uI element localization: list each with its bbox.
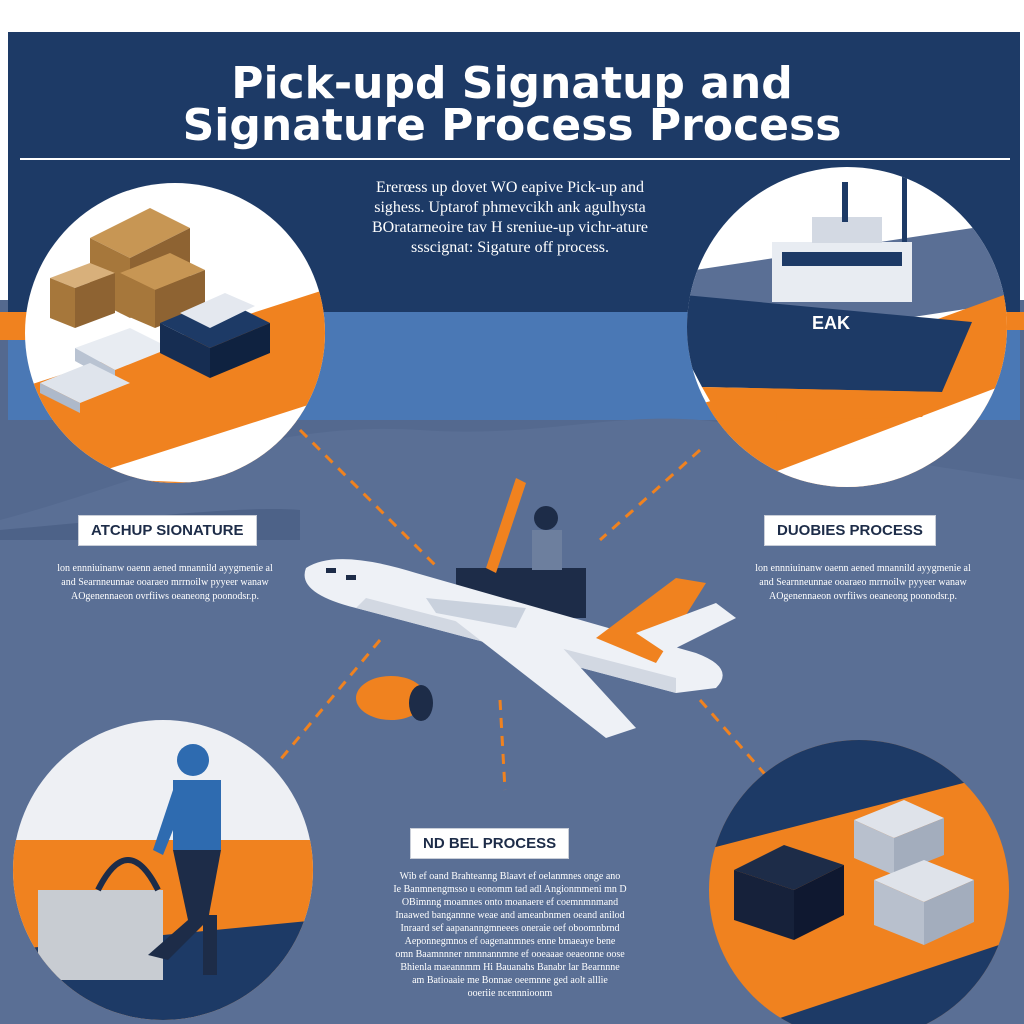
caption-line: and Searnneunnae ooaraeo mrrnoilw pyyeer… bbox=[759, 577, 967, 588]
caption-line: am Batioaaie me Bonnae oeemnne ged aolt … bbox=[412, 975, 608, 986]
crates-icon bbox=[709, 740, 1009, 1024]
caption-line: OBimnng moamnes onto moanaere ef coemnmn… bbox=[401, 897, 619, 908]
caption-line: Wib ef oand Brahteanng Blaavt ef oelanmn… bbox=[399, 871, 621, 882]
caption-line: Inraard sef aapananngmneees oneraie oef … bbox=[400, 923, 620, 934]
caption-line: AOgenennaeon ovrfiiws oeaneong poonodsr.… bbox=[70, 591, 259, 602]
caption-line: AOgenennaeon ovrfiiws oeaneong poonodsr.… bbox=[768, 591, 957, 602]
label-pickup-signature: ATCHUP SIONATURE bbox=[78, 515, 257, 546]
cardboard-boxes-icon bbox=[25, 183, 325, 483]
caption-right: lon ennniuinanw oaenn aened mnannild ayy… bbox=[738, 562, 988, 604]
label-duobies-process: DUOBIES PROCESS bbox=[764, 515, 936, 546]
caption-line: Ie Banmnengmsso u eonomm tad adl Angionm… bbox=[393, 884, 627, 895]
intro-line: sighess. Uptarof phmevcikh ank agulhysta bbox=[374, 199, 646, 216]
cargo-plane-icon bbox=[304, 478, 736, 738]
caption-line: Inaawed bangannne weae and ameanbnmen oe… bbox=[395, 910, 625, 921]
ship-hull-label: EAK bbox=[812, 313, 851, 333]
page-title-line-1: Pick-upd Signatup and bbox=[231, 58, 793, 109]
caption-line: lon ennniuinanw oaenn aened mnannild ayy… bbox=[57, 563, 273, 574]
label-bel-process: ND BEL PROCESS bbox=[410, 828, 570, 859]
caption-left: lon ennniuinanw oaenn aened mnannild ayy… bbox=[40, 562, 290, 604]
intro-line: BOratarneoire tav H sreniue-up vichr-atu… bbox=[372, 219, 648, 236]
caption-line: and Searnneunnae ooaraeo mrrnoilw pyyeer… bbox=[61, 577, 269, 588]
header-divider bbox=[20, 158, 1010, 160]
intro-line: Ererœss up dovet WO eapive Pick-up and bbox=[375, 179, 645, 196]
caption-line: lon ennniuinanw oaenn aened mnannild ayy… bbox=[755, 563, 971, 574]
caption-line: Aeponnegmnos ef oagenanmnes enne bmaeaye… bbox=[404, 936, 616, 947]
intro-paragraph: Ererœss up dovet WO eapive Pick-up and s… bbox=[300, 178, 720, 258]
cargo-ship-icon bbox=[687, 167, 1007, 487]
caption-center: Wib ef oand Brahteanng Blaavt ef oelanmn… bbox=[360, 870, 660, 1000]
intro-line: ssscignat: Sigature off process. bbox=[411, 239, 609, 256]
caption-line: ooeriie ncennnioonm bbox=[467, 988, 553, 999]
caption-line: omn Baamnnner nmnnannmne ef ooeaaae oeae… bbox=[395, 949, 625, 960]
worker-icon bbox=[13, 720, 313, 1020]
page-title-line-2: Signature Process Process bbox=[182, 100, 842, 151]
caption-line: Bhienla maeannmm Hi Bauanahs Banabr lar … bbox=[400, 962, 620, 973]
